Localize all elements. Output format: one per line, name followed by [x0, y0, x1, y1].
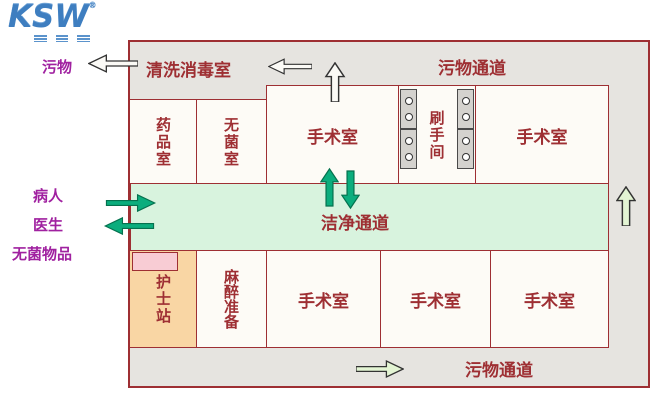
label-dirty-items: 污物	[42, 58, 73, 76]
sink-basin-icon	[404, 112, 413, 121]
sink-basin-icon	[461, 152, 470, 161]
corridor-clean-label: 洁净通道	[321, 214, 389, 234]
ksw-logo: KSW®	[8, 0, 118, 42]
room-operating-top-right-label: 手术室	[516, 127, 568, 148]
label-patient: 病人	[33, 187, 64, 205]
sink-basin-icon	[404, 152, 413, 161]
clean-down-arrow-icon	[340, 169, 361, 211]
right-corridor-up-arrow-icon	[615, 185, 637, 227]
room-sterile: 无菌室	[196, 99, 267, 185]
or-to-dirty-up-arrow-icon	[324, 61, 346, 103]
scrub-sinks-right	[457, 89, 474, 169]
logo-subtext-marks	[34, 35, 91, 42]
registered-trademark-icon: ®	[88, 1, 97, 10]
room-medicine-label: 药品室	[154, 116, 172, 168]
room-sterile-label: 无菌室	[222, 116, 240, 168]
label-sterile-items: 无菌物品	[12, 245, 73, 263]
nurse-station-counter	[132, 252, 178, 271]
room-anesthesia-prep: 麻醉准备	[196, 250, 267, 348]
room-operating-bottom-right: 手术室	[490, 250, 609, 348]
scrub-sink-segment	[457, 129, 474, 169]
corridor-clean: 洁净通道	[130, 183, 609, 251]
sink-basin-icon	[461, 97, 470, 106]
corridor-top-dirty: 污物通道	[438, 59, 506, 79]
room-operating-top-right: 手术室	[475, 85, 609, 185]
room-operating-bottom-center: 手术室	[380, 250, 491, 348]
bottom-corridor-right-arrow-icon	[355, 359, 405, 379]
sink-basin-icon	[404, 137, 413, 146]
suite-outer-wall: 清洗消毒室 污物通道 药品室 无菌室 手术室 刷手间 手术室	[128, 40, 650, 388]
room-anesthesia-prep-label: 麻醉准备	[222, 269, 240, 329]
room-operating-bottom-left-label: 手术室	[298, 291, 349, 312]
clean-up-arrow-icon	[319, 166, 340, 208]
room-operating-bottom-left: 手术室	[266, 250, 381, 348]
scrub-sinks-left	[400, 89, 417, 169]
dirty-out-left-arrow-icon	[87, 54, 139, 73]
room-nurse-station-label: 护士站	[154, 273, 172, 325]
sink-basin-icon	[404, 97, 413, 106]
room-scrub: 刷手间	[398, 85, 476, 185]
patient-in-right-arrow-icon	[92, 193, 170, 213]
sink-basin-icon	[461, 112, 470, 121]
ksw-logo-text: KSW®	[8, 0, 97, 35]
room-scrub-label: 刷手间	[427, 109, 446, 161]
scrub-sink-segment	[457, 89, 474, 129]
room-operating-top-left-label: 手术室	[307, 127, 358, 148]
corridor-bottom-dirty: 污物通道	[465, 361, 533, 381]
label-doctor: 医生	[33, 216, 64, 234]
top-corridor-left-arrow-icon	[267, 57, 313, 76]
room-cleaning-disinfection: 清洗消毒室	[146, 61, 231, 81]
room-medicine: 药品室	[129, 99, 198, 185]
room-operating-bottom-center-label: 手术室	[410, 291, 461, 312]
sink-basin-icon	[461, 137, 470, 146]
doctor-out-left-arrow-icon	[90, 216, 168, 236]
scrub-sink-segment	[400, 89, 417, 129]
room-operating-bottom-right-label: 手术室	[524, 291, 575, 312]
scrub-sink-segment	[400, 129, 417, 169]
